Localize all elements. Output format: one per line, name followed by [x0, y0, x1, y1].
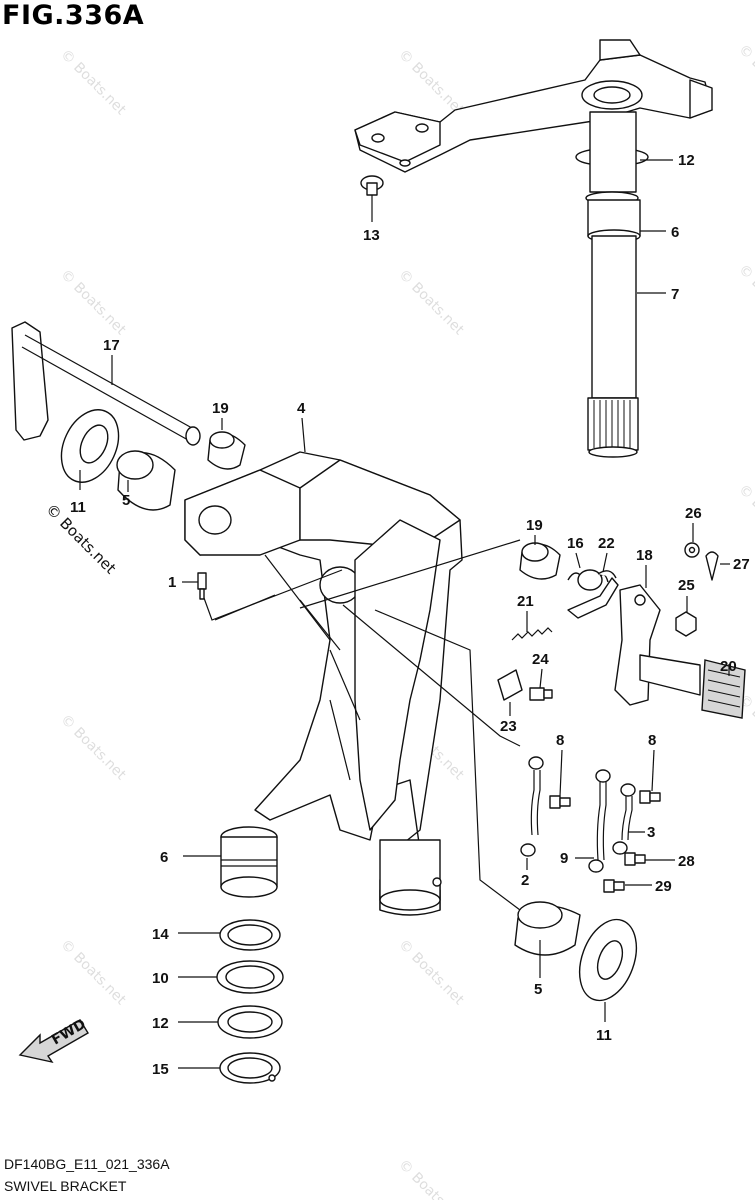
callout-25: 25 — [678, 577, 695, 594]
washer-14 — [219, 919, 281, 951]
callout-27: 27 — [733, 556, 750, 573]
callout-5: 5 — [122, 492, 130, 509]
callout-16: 16 — [567, 535, 584, 552]
washer-11-left — [60, 409, 120, 483]
grease-fitting-1 — [197, 572, 207, 600]
callout-8: 8 — [648, 732, 656, 749]
callout-22: 22 — [598, 535, 615, 552]
assembly-name: SWIVEL BRACKET — [4, 1178, 127, 1194]
watermark: © Boats.net — [57, 712, 129, 784]
callout-24: 24 — [532, 651, 549, 668]
plate-23 — [497, 669, 523, 701]
callout-17: 17 — [103, 337, 120, 354]
lever-22 — [567, 570, 619, 619]
swivel-bracket-body — [184, 451, 463, 916]
grease-nipple-13 — [360, 175, 384, 196]
circlip-15 — [219, 1052, 281, 1084]
swivel-shaft — [575, 111, 649, 458]
callout-7: 7 — [671, 286, 679, 303]
watermark: © Boats.net — [57, 937, 129, 1009]
tilt-lever-18 — [614, 584, 661, 706]
cotter-pin-27 — [705, 551, 719, 581]
watermark: © Boats.net — [735, 482, 755, 554]
callout-1: 1 — [168, 574, 176, 591]
washer-10 — [216, 960, 284, 994]
callout-29: 29 — [655, 878, 672, 895]
bushing-19-right — [519, 542, 561, 580]
bolt-24 — [529, 687, 553, 701]
callout-12: 12 — [152, 1015, 169, 1032]
drawing-code: DF140BG_E11_021_336A — [4, 1156, 170, 1172]
callout-12: 12 — [678, 152, 695, 169]
spring-21 — [511, 627, 553, 641]
watermark: © Boats.net — [395, 937, 467, 1009]
bushing-5-right — [514, 901, 581, 956]
callout-9: 9 — [560, 850, 568, 867]
callout-28: 28 — [678, 853, 695, 870]
steering-arm — [354, 39, 713, 173]
washer-11-right — [578, 918, 638, 1002]
callout-8: 8 — [556, 732, 564, 749]
watermark: © Boats.net — [395, 1157, 467, 1200]
tilt-rod — [11, 321, 201, 446]
watermark: © Boats.net — [57, 267, 129, 339]
callout-10: 10 — [152, 970, 169, 987]
callout-5: 5 — [534, 981, 542, 998]
callout-11: 11 — [70, 499, 86, 516]
callout-13: 13 — [363, 227, 380, 244]
watermark: © Boats.net — [395, 47, 467, 119]
callout-26: 26 — [685, 505, 702, 522]
watermark: © Boats.net — [395, 267, 467, 339]
callout-11: 11 — [596, 1027, 612, 1044]
figure-title: FIG.336A — [2, 0, 145, 31]
handle-20 — [639, 654, 746, 719]
callout-19: 19 — [212, 400, 229, 417]
callout-21: 21 — [517, 593, 534, 610]
leader-lines — [79, 159, 730, 1069]
bushing-6-lower — [220, 826, 278, 898]
callout-15: 15 — [152, 1061, 169, 1078]
watermark: © Boats.net — [735, 262, 755, 334]
washer-12-lower — [217, 1005, 283, 1039]
bolts-8-28-29 — [549, 790, 661, 893]
bushing-19-top — [207, 431, 246, 470]
ground-lead-2 — [520, 756, 544, 857]
bushing-5-left — [116, 450, 176, 511]
callout-20: 20 — [720, 658, 737, 675]
callout-6: 6 — [671, 224, 679, 241]
callout-4: 4 — [297, 400, 306, 417]
callout-19: 19 — [526, 517, 543, 534]
ground-lead-3 — [612, 783, 636, 855]
callout-3: 3 — [647, 824, 655, 841]
forward-arrow: FWD — [18, 1016, 89, 1064]
callout-18: 18 — [636, 547, 653, 564]
nut-25 — [675, 611, 697, 637]
watermark: © Boats.net — [735, 42, 755, 114]
watermark: © Boats.net — [57, 47, 129, 119]
washer-26 — [684, 542, 700, 558]
callout-6: 6 — [160, 849, 168, 866]
ground-lead-9 — [588, 769, 611, 873]
callout-14: 14 — [152, 926, 169, 943]
callout-23: 23 — [500, 718, 517, 735]
callouts: 12 6 7 13 17 19 4 11 5 1 19 16 22 18 26 … — [70, 152, 750, 1078]
callout-2: 2 — [521, 872, 529, 889]
